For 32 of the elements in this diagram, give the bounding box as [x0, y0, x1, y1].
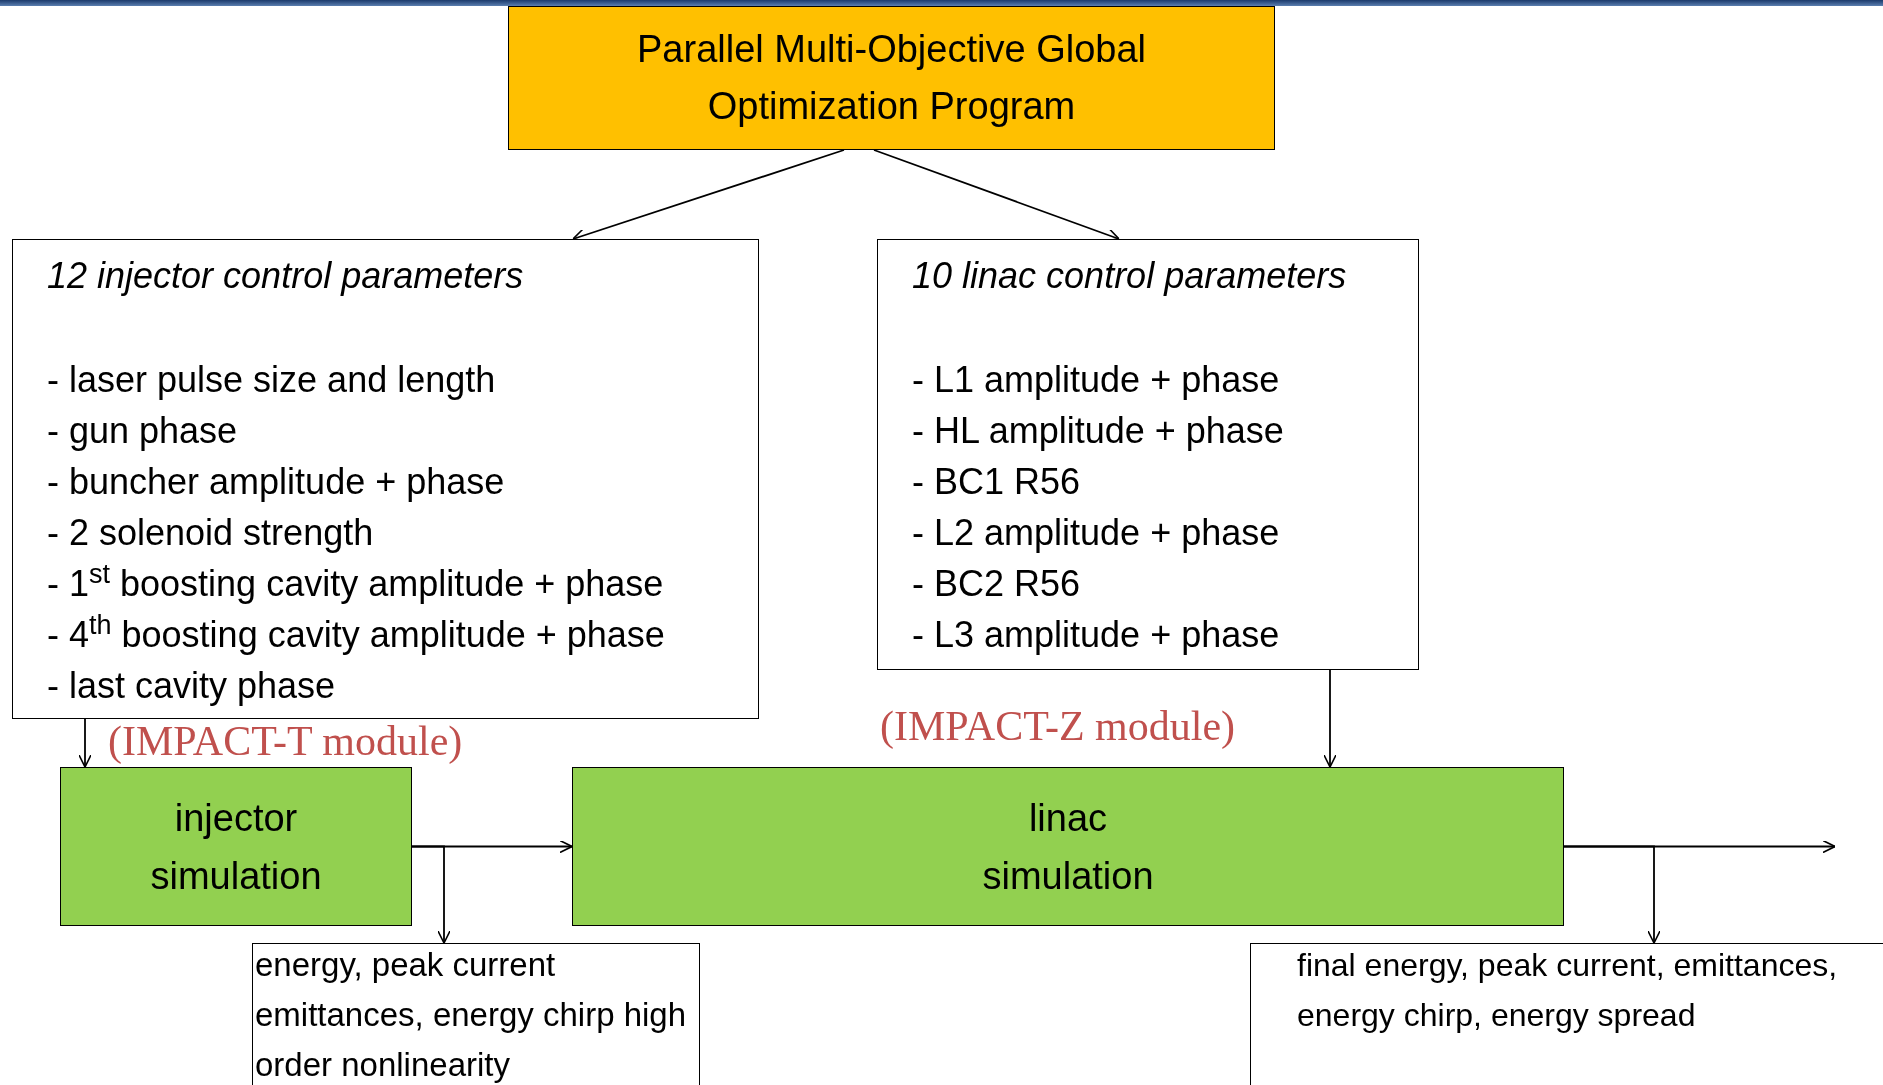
list-item: - 4$^{th}$ boosting cavity amplitude + phase [47, 609, 665, 657]
list-item: - 2 solenoid strength [47, 511, 374, 555]
list-item: - BC2 R56 [912, 562, 1081, 606]
simulation-box [572, 767, 1564, 926]
simulation-box [60, 767, 412, 926]
arrow [1563, 845, 1661, 944]
list-item: - HL amplitude + phase [912, 409, 1284, 453]
module-label: (IMPACT-Z module) [880, 703, 1236, 749]
box-text: Parallel Multi-Objective Global Optimization Program [636, 27, 1147, 129]
list-item: - 1$^{st}$ boosting cavity amplitude + phase [47, 558, 664, 606]
arrow [1323, 669, 1337, 768]
arrow [411, 845, 451, 944]
module-label: (IMPACT-T module) [108, 718, 463, 764]
list-item: - BC1 R56 [912, 460, 1081, 504]
program-box [508, 6, 1275, 150]
box-text: final energy, peak current, emittances, energy chirp, energy spread [1297, 946, 1839, 1035]
box-text: injector simulation [149, 795, 323, 899]
parameter-box [877, 239, 1419, 670]
list-item: - L2 amplitude + phase [912, 511, 1280, 555]
list-item: - L1 amplitude + phase [912, 358, 1280, 402]
parameter-box [12, 239, 759, 719]
arrow [78, 718, 92, 768]
list-item: - last cavity phase [47, 664, 336, 708]
box-heading: 10 linac control parameters [912, 254, 1348, 298]
output-box [1250, 943, 1883, 1085]
box-text: linac simulation [981, 795, 1155, 899]
list-item: - laser pulse size and length [47, 358, 496, 402]
box-text: energy, peak current emittances, energy chirp high order nonlinearity [255, 945, 688, 1085]
list-item: - L3 amplitude + phase [912, 613, 1280, 657]
box-heading: 12 injector control parameters [47, 254, 525, 298]
list-item: - gun phase [47, 409, 238, 453]
list-item: - buncher amplitude + phase [47, 460, 505, 504]
